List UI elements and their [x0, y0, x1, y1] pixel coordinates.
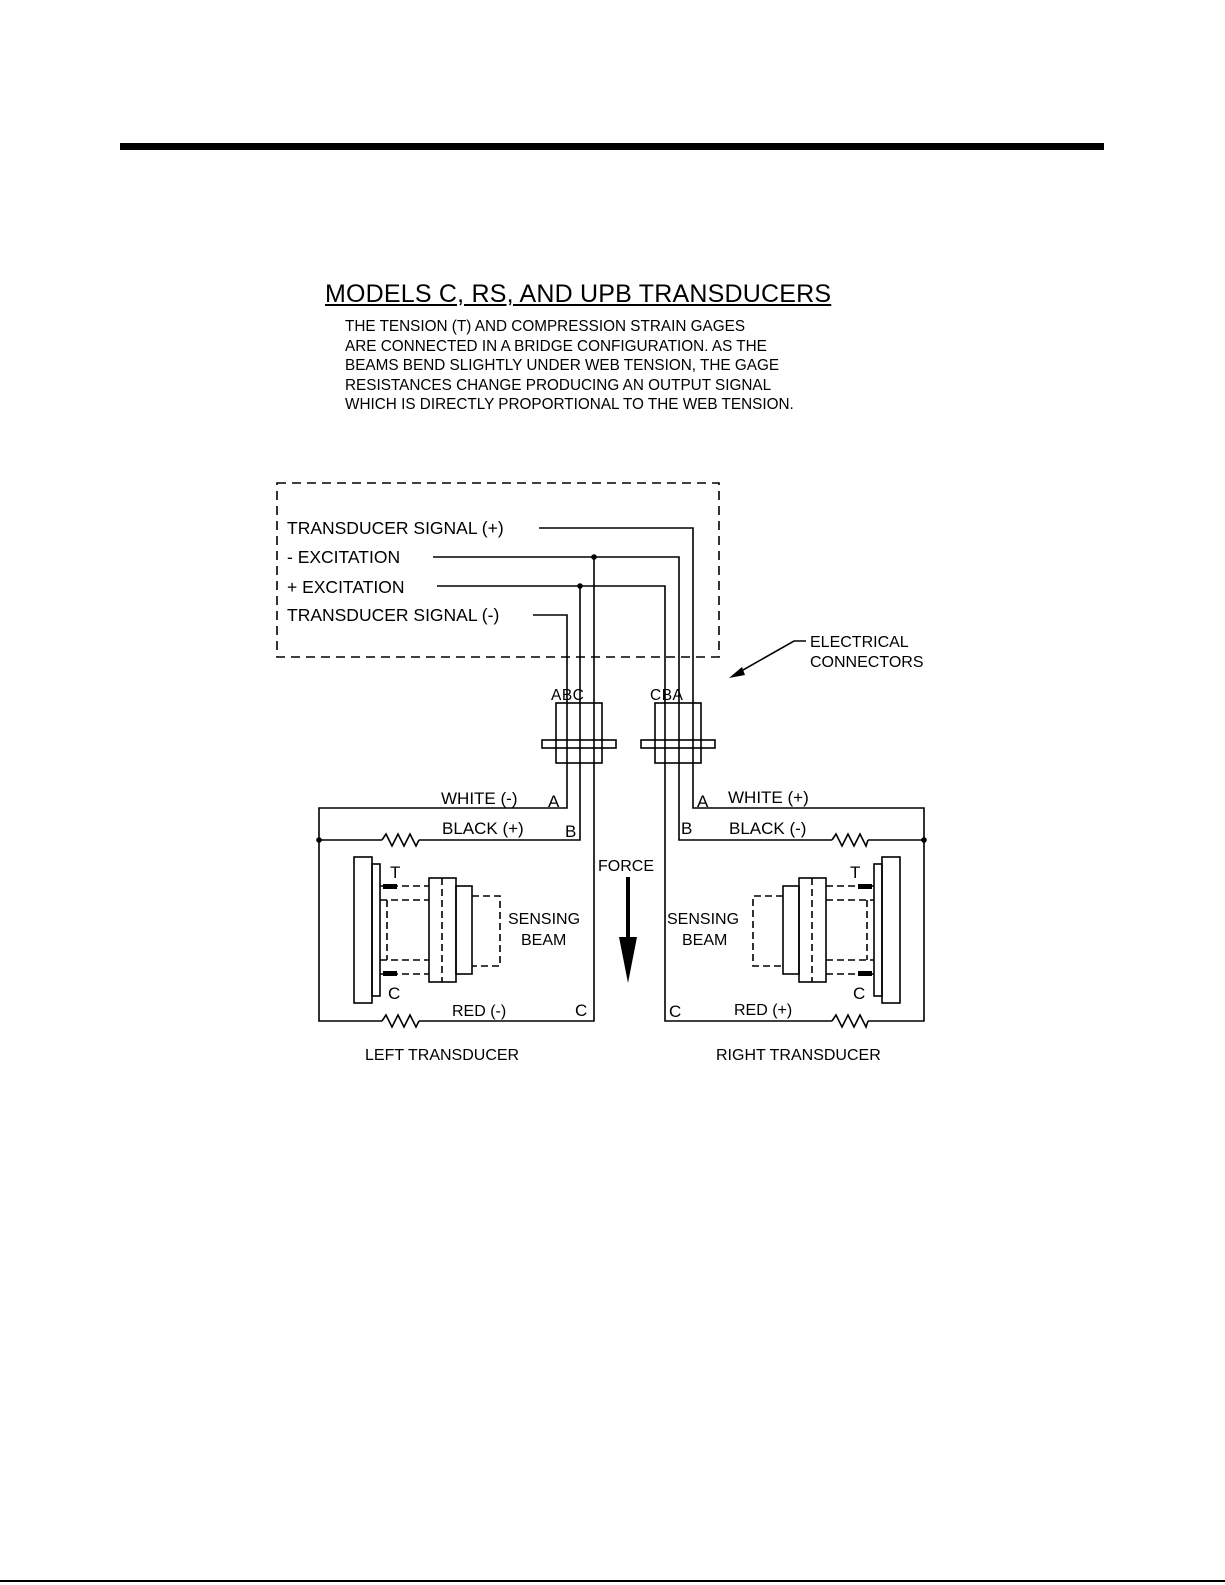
description-line: THE TENSION (T) AND COMPRESSION STRAIN G…	[345, 318, 746, 335]
left-beam-label: BEAM	[521, 932, 566, 949]
wire-excitation-plus	[437, 585, 832, 1022]
left-white-wire-label: WHITE (-)	[441, 789, 517, 808]
right-mount-plate-inner	[873, 863, 883, 997]
force-arrow-icon	[619, 937, 637, 983]
right-connector-pins: CBA	[650, 687, 684, 704]
left-mount-plate-inner	[371, 863, 381, 997]
resistor-left-black	[381, 832, 420, 848]
left-connector-flange	[541, 739, 617, 749]
force-arrow-shaft	[626, 877, 630, 939]
right-connector	[654, 702, 702, 764]
resistor-right-red	[831, 1013, 869, 1030]
right-gage-c: C	[853, 984, 865, 1003]
right-compression-gage	[858, 971, 872, 976]
left-gage-c: C	[388, 984, 400, 1003]
left-pin-c: C	[575, 1001, 587, 1020]
connectors-arrow-head	[729, 667, 745, 678]
description-line: BEAMS BEND SLIGHTLY UNDER WEB TENSION, T…	[345, 357, 780, 375]
diagram-title: MODELS C, RS, AND UPB TRANSDUCERS	[325, 280, 832, 308]
right-connector-flange	[640, 739, 716, 749]
right-black-wire-label: BLACK (-)	[729, 819, 806, 838]
left-gage-t: T	[390, 863, 400, 882]
right-tension-gage	[858, 884, 872, 889]
description-line: WHICH IS DIRECTLY PROPORTIONAL TO THE WE…	[345, 396, 794, 414]
left-red-wire-label: RED (-)	[452, 1003, 506, 1020]
right-beam-label: SENSING	[667, 911, 739, 928]
junction-dot	[921, 837, 927, 843]
label-excitation-plus: + EXCITATION	[287, 577, 405, 597]
junction-dot	[577, 583, 583, 589]
description-line: RESISTANCES CHANGE PRODUCING AN OUTPUT S…	[345, 376, 772, 394]
top-rule	[120, 143, 1104, 150]
left-mount-plate	[353, 856, 373, 1004]
connectors-leader	[735, 640, 806, 675]
label-excitation-minus: - EXCITATION	[287, 547, 400, 567]
left-beam-block-2	[455, 885, 473, 975]
force-label: FORCE	[598, 858, 654, 875]
bottom-rule	[0, 1580, 1225, 1582]
wire-excitation-minus	[433, 556, 832, 841]
right-beam-outline	[752, 895, 783, 967]
wire-signal-minus	[318, 614, 568, 840]
left-transducer-caption: LEFT TRANSDUCER	[365, 1047, 519, 1064]
right-transducer-caption: RIGHT TRANSDUCER	[716, 1047, 881, 1064]
wire-left-black	[419, 586, 581, 841]
left-pin-b: B	[565, 822, 576, 841]
left-beam-outline	[472, 895, 501, 967]
left-black-wire-label: BLACK (+)	[442, 819, 524, 838]
junction-dot	[591, 554, 597, 560]
right-gage-t: T	[850, 863, 860, 882]
right-pin-a: A	[697, 792, 709, 811]
connectors-label: ELECTRICAL	[810, 634, 909, 651]
wire-signal-plus	[539, 527, 925, 840]
label-signal-plus: TRANSDUCER SIGNAL (+)	[287, 518, 504, 538]
junction-dot	[316, 837, 322, 843]
wire-left-b	[419, 557, 595, 1022]
left-connector-pins: ABC	[551, 687, 584, 704]
left-connector	[555, 702, 603, 764]
right-red-wire-label: RED (+)	[734, 1002, 792, 1019]
instrument-box	[276, 482, 720, 658]
label-signal-minus: TRANSDUCER SIGNAL (-)	[287, 605, 499, 625]
right-pin-b: B	[681, 819, 692, 838]
left-beam-label: SENSING	[508, 911, 580, 928]
right-beam-block-2	[782, 885, 800, 975]
description: THE TENSION (T) AND COMPRESSION STRAIN G…	[345, 317, 794, 415]
right-pin-c: C	[669, 1002, 681, 1021]
right-frame-wire	[868, 839, 925, 1022]
right-beam-label: BEAM	[682, 932, 727, 949]
left-tension-gage	[383, 884, 397, 889]
connectors-label: CONNECTORS	[810, 654, 924, 671]
right-white-wire-label: WHITE (+)	[728, 788, 809, 807]
left-compression-gage	[383, 971, 397, 976]
left-frame-side	[318, 840, 382, 1022]
resistor-right-black	[831, 832, 869, 849]
description-line: ARE CONNECTED IN A BRIDGE CONFIGURATION.…	[345, 337, 767, 355]
right-mount-plate	[881, 856, 901, 1004]
left-pin-a: A	[548, 792, 560, 811]
resistor-left-red	[381, 1013, 420, 1029]
